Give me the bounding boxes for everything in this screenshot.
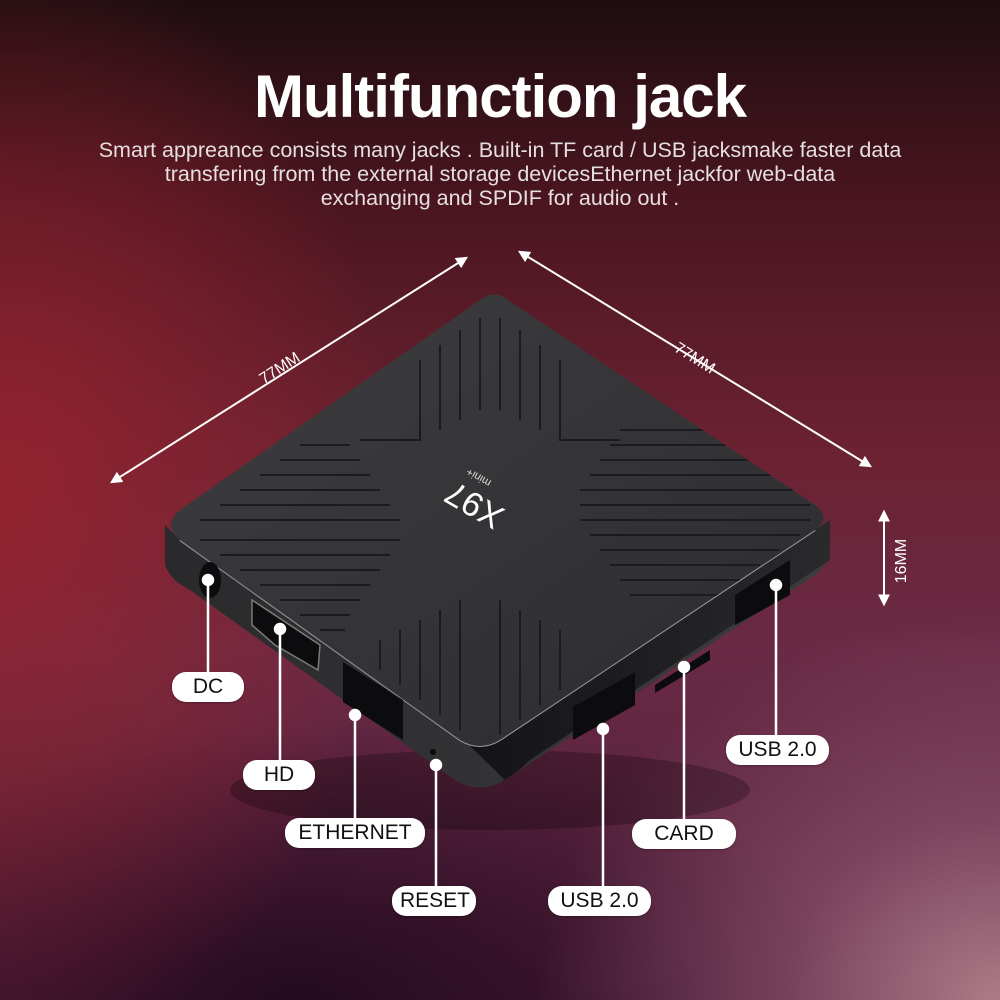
dimension-arrow-left xyxy=(109,256,469,484)
dimension-label-height: 16MM xyxy=(893,538,911,584)
callout-hd: HD xyxy=(243,760,315,790)
callout-usb-front: USB 2.0 xyxy=(548,886,651,916)
callout-leaders xyxy=(201,573,783,888)
box-shadow xyxy=(230,750,750,830)
reset-hole xyxy=(430,749,436,755)
description-line-3: exchanging and SPDIF for audio out . xyxy=(320,186,680,210)
callout-usb-right: USB 2.0 xyxy=(726,735,829,765)
page-title: Multifunction jack xyxy=(254,63,747,130)
dimension-arrow-right xyxy=(517,250,873,468)
description-line-1: Smart appreance consists many jacks . Bu… xyxy=(98,138,902,162)
ethernet-port xyxy=(343,662,403,740)
callout-dc: DC xyxy=(172,672,244,702)
box-right-side xyxy=(470,520,830,780)
hdmi-port xyxy=(251,598,321,672)
callout-card: CARD xyxy=(632,819,736,849)
usb-port-right xyxy=(735,560,790,625)
description-line-2: transfering from the external storage de… xyxy=(164,162,836,186)
usb-port-front xyxy=(573,672,635,740)
callout-reset: RESET xyxy=(392,886,476,916)
callout-ethernet: ETHERNET xyxy=(285,818,425,848)
description: Smart appreance consists many jacks . Bu… xyxy=(20,138,980,210)
